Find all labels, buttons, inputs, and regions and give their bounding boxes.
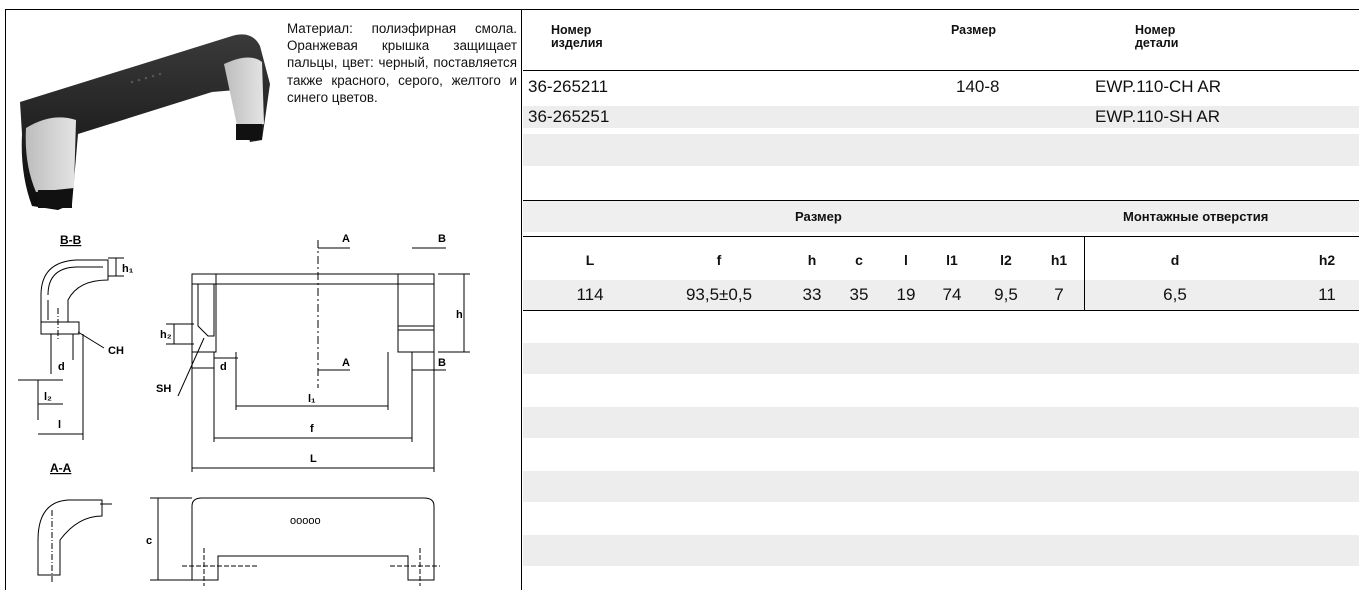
label-sh: SH — [156, 383, 171, 395]
label-l2: l₂ — [44, 391, 52, 403]
col-l1: l1 — [946, 252, 958, 268]
row1-size: 140-8 — [956, 77, 1000, 96]
label-section-aa: A-A — [50, 461, 72, 475]
dim-column-header: L f h c l l1 l2 h1 d h2 — [523, 246, 1359, 274]
label-b-bottom: B — [438, 357, 446, 369]
dim-group-header: Размер Монтажные отверстия — [523, 201, 1359, 232]
col-d: d — [1170, 252, 1180, 268]
label-a-bottom: A — [342, 357, 350, 369]
row1-part-no: EWP.110-CH AR — [1095, 77, 1221, 96]
label-l1: l₁ — [308, 393, 316, 405]
row2-part-no: EWP.110-SH AR — [1095, 107, 1221, 126]
label-c: c — [146, 535, 152, 547]
page-frame — [5, 9, 1359, 590]
col-f: f — [716, 252, 722, 268]
col-l2: l2 — [1000, 252, 1012, 268]
dim-table-top-rule — [523, 200, 1359, 201]
label-L: L — [310, 453, 317, 465]
product-row-empty — [523, 134, 1359, 166]
val-l: 19 — [896, 285, 916, 304]
val-l2: 9,5 — [994, 285, 1018, 304]
material-description: Материал: полиэфирная смола. Оранжевая к… — [287, 21, 517, 105]
val-l1: 74 — [942, 285, 962, 304]
col-c: c — [855, 252, 863, 268]
product-photo — [20, 34, 270, 211]
label-d-left: d — [58, 361, 65, 373]
val-h: 33 — [802, 285, 822, 304]
empty-row — [523, 343, 1359, 374]
col-L: L — [585, 252, 595, 268]
label-section-bb: B-B — [60, 233, 82, 247]
label-ch: CH — [108, 345, 124, 357]
col-h1: h1 — [1050, 252, 1068, 268]
col-h: h — [807, 252, 817, 268]
empty-row — [523, 407, 1359, 438]
col-l: l — [904, 252, 908, 268]
val-L: 114 — [576, 285, 604, 304]
header-part-no: Номер детали — [1135, 23, 1179, 50]
group-mounting: Монтажные отверстия — [1123, 209, 1269, 224]
header-rule — [523, 70, 1359, 71]
val-f: 93,5±0,5 — [685, 285, 753, 304]
label-l: l — [58, 419, 61, 431]
label-h: h — [456, 309, 463, 321]
val-h2: 11 — [1318, 285, 1336, 304]
label-f: f — [310, 423, 314, 435]
empty-row — [523, 471, 1359, 502]
label-h2: h₂ — [160, 329, 172, 341]
label-dots: ooooo — [290, 515, 321, 527]
product-row-1: 36-265211 140-8 EWP.110-CH AR — [523, 76, 1359, 98]
val-c: 35 — [849, 285, 869, 304]
col-h2: h2 — [1318, 252, 1336, 268]
dim-table-bottom-rule — [523, 310, 1359, 311]
val-d: 6,5 — [1163, 285, 1187, 304]
empty-row — [523, 535, 1359, 566]
technical-drawing: B-B h₁ h₂ h CH SH d d l₂ l l₁ f L A A B … — [18, 233, 470, 586]
mounting-divider — [1084, 236, 1085, 310]
label-b-top: B — [438, 233, 446, 245]
header-item-no: Номер изделия — [551, 23, 603, 50]
product-table-header: Номер изделия Размер Номер детали — [523, 10, 1359, 70]
dim-values-row: 114 93,5±0,5 33 35 19 74 9,5 7 6,5 11 — [523, 280, 1359, 310]
group-size: Размер — [795, 209, 842, 224]
header-size: Размер — [951, 23, 997, 37]
row2-item-no: 36-265251 — [528, 107, 610, 126]
product-row-2: 36-265251 EWP.110-SH AR — [523, 106, 1359, 128]
product-info-panel — [5, 9, 522, 590]
row1-item-no: 36-265211 — [528, 77, 609, 96]
top-edge — [0, 0, 1359, 9]
label-a-top: A — [342, 233, 350, 245]
dim-group-rule — [523, 236, 1359, 237]
label-h1: h₁ — [122, 263, 134, 275]
val-h1: 7 — [1054, 285, 1064, 304]
label-d-mid: d — [220, 361, 227, 373]
